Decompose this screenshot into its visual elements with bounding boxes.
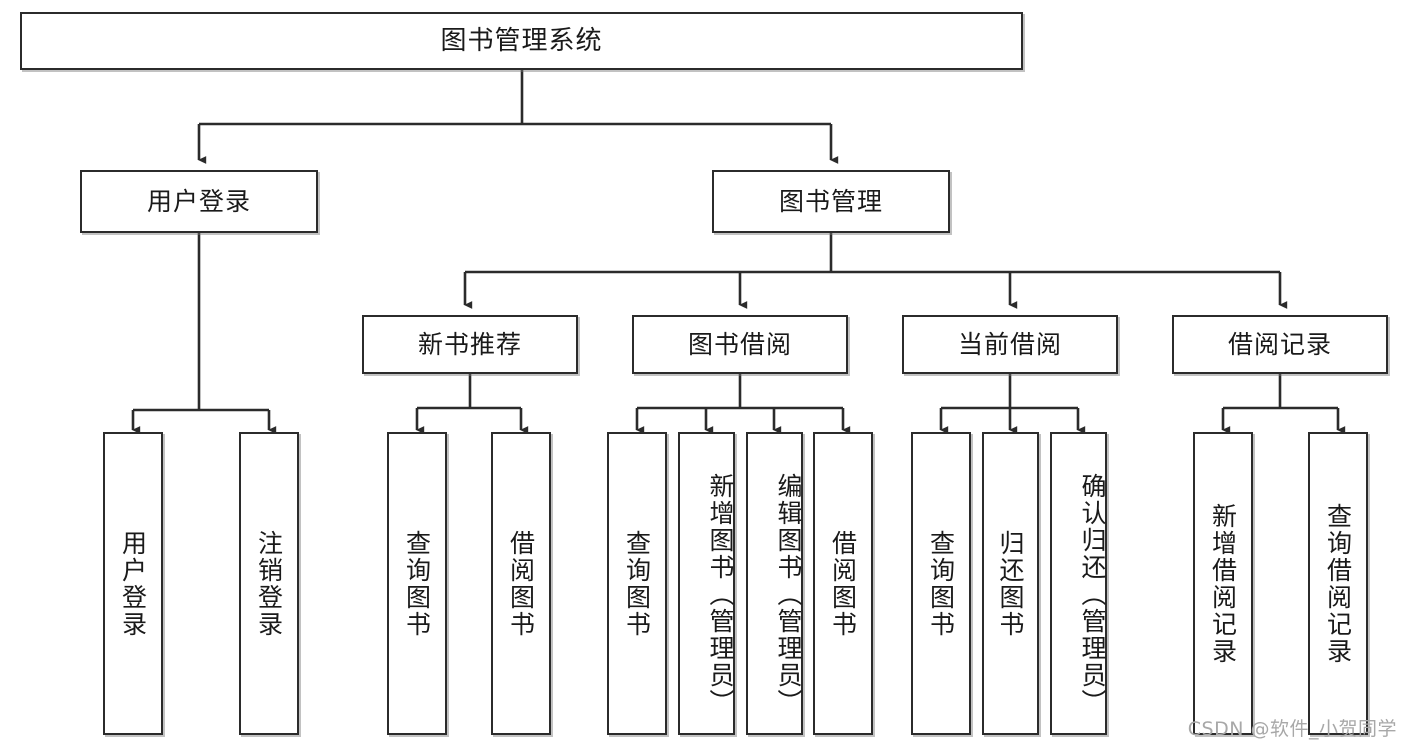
node-user-login[interactable]: 用户登录 (80, 170, 318, 233)
leaf-confirm-return[interactable]: 确认归还（管理员） (1050, 432, 1107, 735)
leaf-user-logout[interactable]: 注销登录 (239, 432, 299, 735)
leaf-user-logout-label: 注销登录 (254, 529, 284, 638)
leaf-return-book-label: 归还图书 (996, 529, 1025, 638)
leaf-query-record-label: 查询借阅记录 (1323, 502, 1353, 665)
node-book-manage[interactable]: 图书管理 (712, 170, 950, 233)
node-current-borrow-label: 当前借阅 (957, 329, 1062, 359)
node-book-borrow[interactable]: 图书借阅 (632, 315, 848, 374)
node-root-label: 图书管理系统 (440, 25, 603, 56)
node-borrow-record[interactable]: 借阅记录 (1172, 315, 1388, 374)
leaf-return-book[interactable]: 归还图书 (982, 432, 1039, 735)
node-new-book-recommend-label: 新书推荐 (417, 329, 522, 359)
node-borrow-record-label: 借阅记录 (1227, 329, 1332, 359)
node-user-login-label: 用户登录 (146, 186, 251, 216)
node-book-manage-label: 图书管理 (778, 186, 883, 216)
leaf-add-record-label: 新增借阅记录 (1208, 502, 1238, 665)
node-new-book-recommend[interactable]: 新书推荐 (362, 315, 578, 374)
node-current-borrow[interactable]: 当前借阅 (902, 315, 1118, 374)
leaf-query-book-3-label: 查询图书 (926, 529, 956, 638)
leaf-query-book-3[interactable]: 查询图书 (911, 432, 971, 735)
leaf-query-book-1-label: 查询图书 (402, 529, 432, 638)
leaf-edit-book[interactable]: 编辑图书（管理员） (746, 432, 803, 735)
leaf-user-login[interactable]: 用户登录 (103, 432, 163, 735)
leaf-confirm-return-label: 确认归还（管理员） (1078, 473, 1107, 716)
leaf-query-record[interactable]: 查询借阅记录 (1308, 432, 1368, 735)
node-book-borrow-label: 图书借阅 (687, 329, 792, 359)
leaf-borrow-book-2[interactable]: 借阅图书 (813, 432, 873, 735)
leaf-add-record[interactable]: 新增借阅记录 (1193, 432, 1253, 735)
node-root[interactable]: 图书管理系统 (20, 12, 1023, 70)
leaf-borrow-book-1[interactable]: 借阅图书 (491, 432, 551, 735)
leaf-edit-book-label: 编辑图书（管理员） (774, 473, 803, 716)
leaf-query-book-1[interactable]: 查询图书 (387, 432, 447, 735)
leaf-add-book[interactable]: 新增图书（管理员） (678, 432, 735, 735)
csdn-watermark: CSDN @软件_小贺同学 (1187, 718, 1397, 740)
leaf-query-book-2[interactable]: 查询图书 (607, 432, 667, 735)
leaf-query-book-2-label: 查询图书 (622, 529, 652, 638)
leaf-borrow-book-2-label: 借阅图书 (828, 529, 858, 638)
leaf-borrow-book-1-label: 借阅图书 (506, 529, 536, 638)
leaf-add-book-label: 新增图书（管理员） (706, 473, 735, 716)
leaf-user-login-label: 用户登录 (118, 529, 148, 638)
